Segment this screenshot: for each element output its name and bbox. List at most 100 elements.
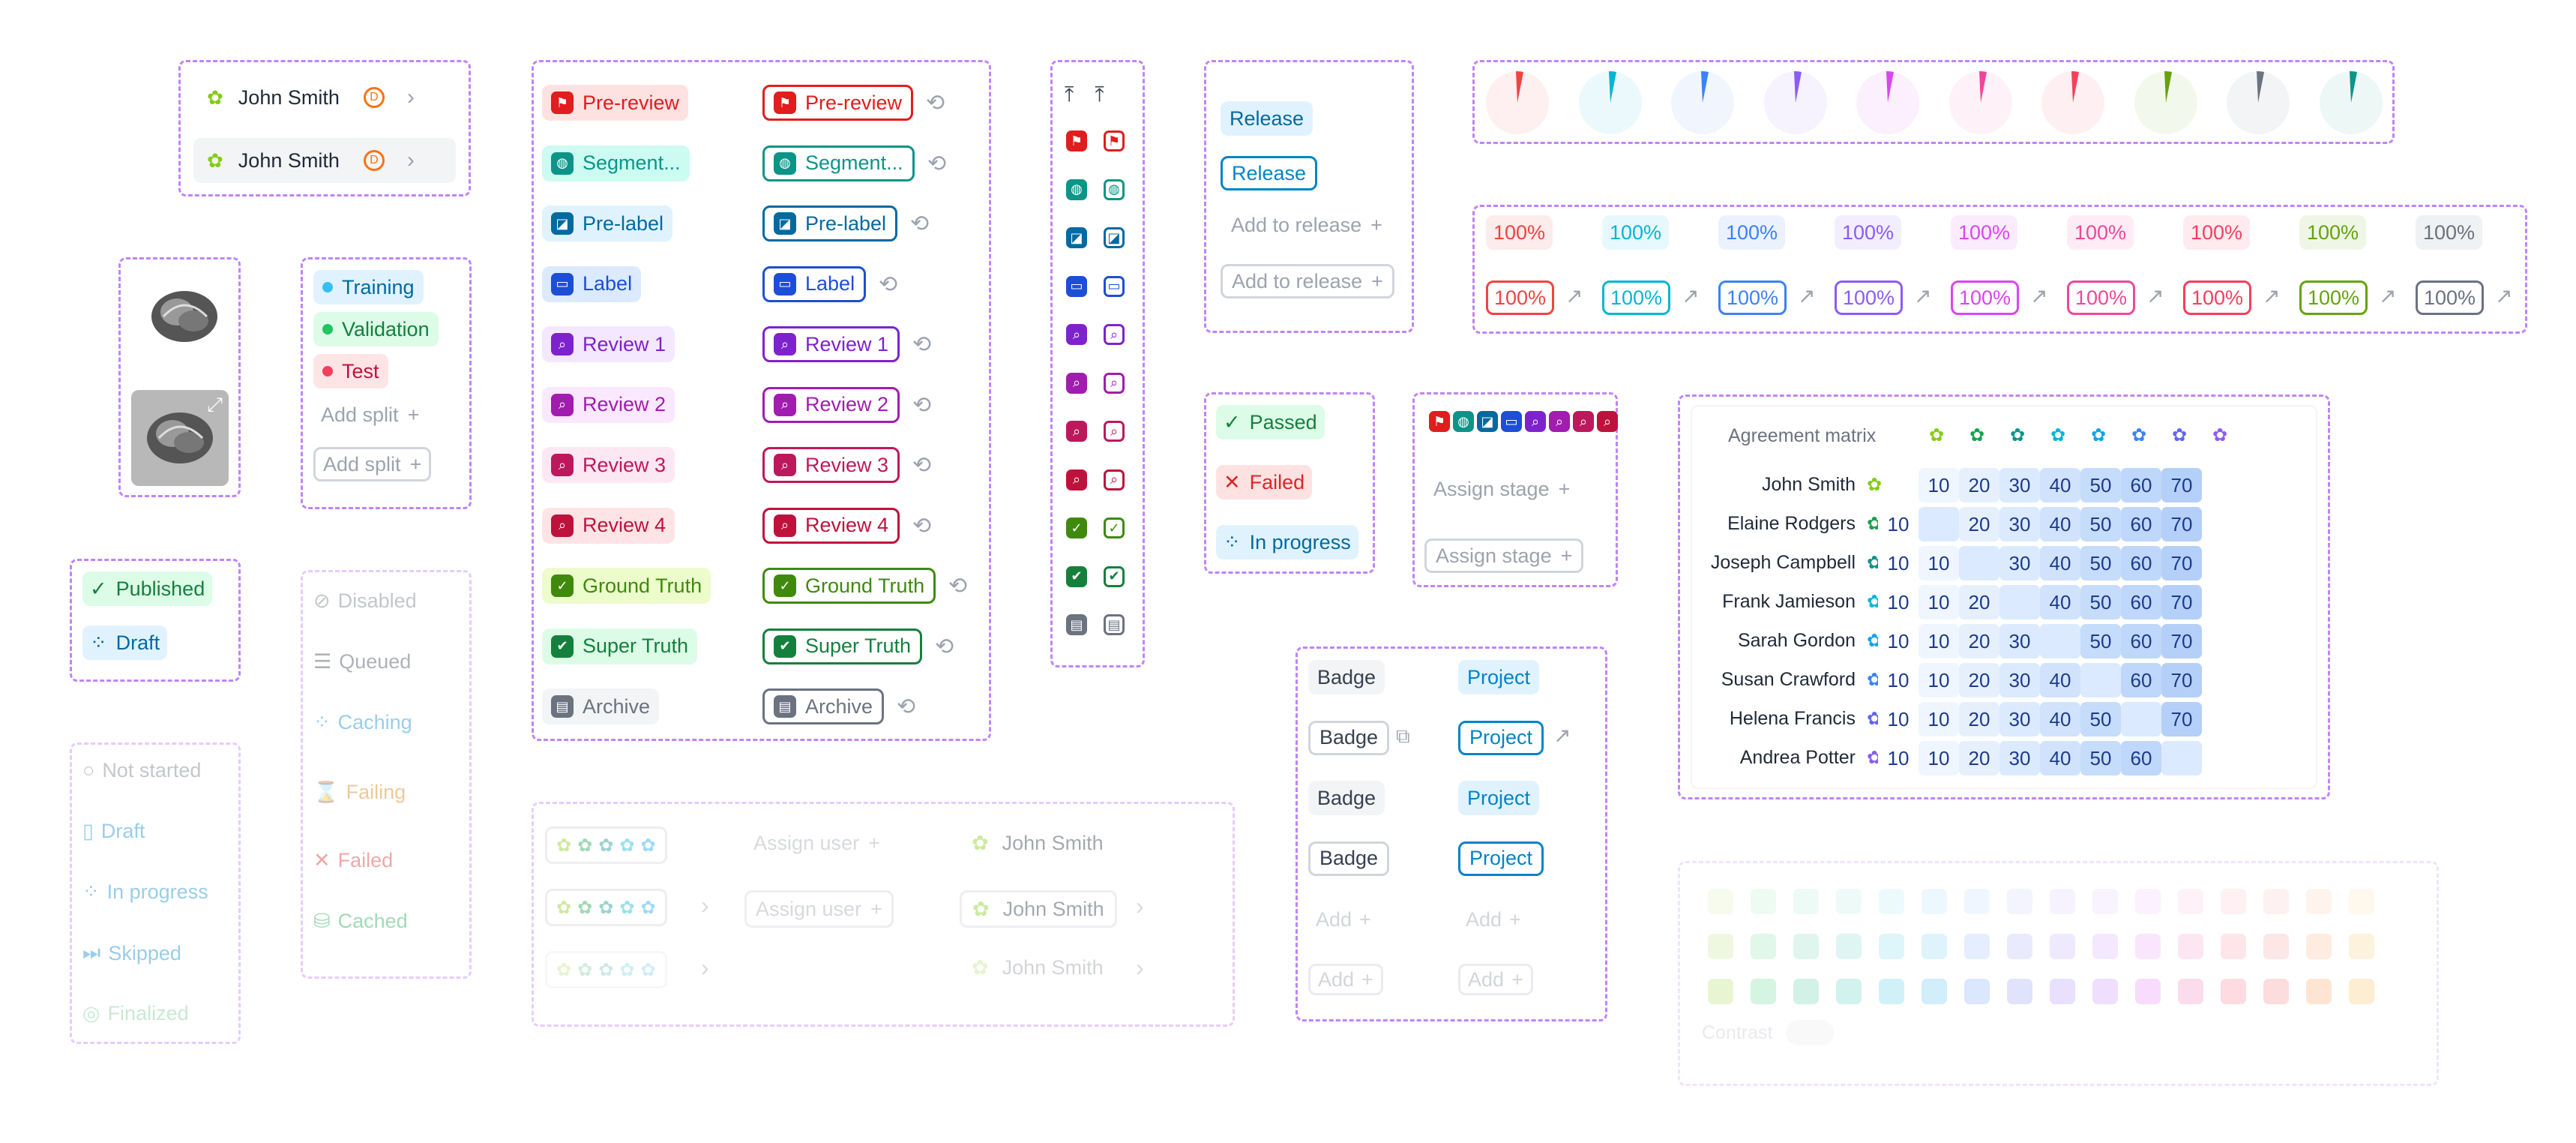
project-chip[interactable]: Project	[1458, 720, 1544, 755]
agreement-cell[interactable]: 10	[1919, 468, 1959, 502]
agreement-cell[interactable]: 40	[2040, 702, 2080, 736]
agreement-cell[interactable]: 60	[2121, 624, 2161, 658]
history-icon[interactable]: ⟲	[912, 513, 932, 538]
color-swatch[interactable]	[2135, 889, 2161, 914]
color-swatch[interactable]	[2135, 934, 2161, 959]
sort-top-icon[interactable]: ⤒	[1095, 82, 1104, 106]
color-swatch[interactable]	[2221, 934, 2246, 959]
stage-pill-soft[interactable]: ✓Ground Truth	[542, 568, 711, 604]
flag-icon[interactable]: ⚑	[1104, 130, 1125, 152]
label-icon[interactable]: ▭	[1066, 275, 1087, 297]
agreement-cell[interactable]: 70	[2161, 468, 2202, 502]
agreement-cell[interactable]	[1959, 546, 1999, 580]
color-swatch[interactable]	[2306, 979, 2332, 1004]
agreement-cell[interactable]: 20	[1959, 507, 1999, 542]
stage-pill-outline[interactable]: ⌕Review 1⟲	[762, 326, 931, 362]
agreement-cell[interactable]: 70	[2161, 663, 2202, 698]
color-swatch[interactable]	[2007, 934, 2032, 959]
agreement-cell[interactable]	[2161, 741, 2202, 776]
color-swatch[interactable]	[2007, 889, 2032, 914]
color-swatch[interactable]	[2263, 934, 2289, 959]
agreement-cell[interactable]: 10	[1919, 663, 1959, 698]
chevron-right-icon[interactable]: ›	[406, 148, 415, 172]
badge-chip[interactable]: Badge	[1308, 720, 1390, 755]
color-swatch[interactable]	[2135, 979, 2161, 1004]
agreement-cell[interactable]: 10	[1878, 624, 1919, 658]
color-swatch[interactable]	[1793, 979, 1819, 1004]
release-badge-outlined[interactable]: Release	[1221, 156, 1318, 190]
agreement-cell[interactable]: 60	[2121, 741, 2161, 776]
history-icon[interactable]: ⟲	[879, 272, 898, 297]
arrow-up-right-icon[interactable]: ↗	[2146, 284, 2164, 308]
agreement-cell[interactable]: 10	[1878, 585, 1919, 620]
project-chip[interactable]: Project	[1458, 781, 1540, 815]
agreement-cell[interactable]	[2121, 702, 2161, 736]
agreement-cell[interactable]: 30	[1999, 546, 2040, 580]
color-swatch[interactable]	[1879, 934, 1904, 959]
color-swatch[interactable]	[1964, 979, 1990, 1004]
percent-badge-outlined[interactable]: 100%	[2183, 280, 2252, 315]
color-swatch[interactable]	[1836, 889, 1862, 914]
split-training[interactable]: Training	[313, 270, 424, 304]
agreement-cell[interactable]: 20	[1959, 663, 1999, 698]
agreement-cell[interactable]	[2080, 663, 2121, 698]
agreement-cell[interactable]: 10	[1878, 741, 1919, 776]
stage-pill-soft[interactable]: ▭Label	[542, 266, 642, 302]
arrow-up-right-icon[interactable]: ↗	[1553, 724, 1571, 747]
agreement-cell[interactable]: 50	[2080, 585, 2121, 620]
stage-pill-outline[interactable]: ⌕Review 2⟲	[762, 386, 931, 423]
color-swatch[interactable]	[2178, 979, 2203, 1004]
add-badge-button[interactable]: Add+	[1458, 964, 1533, 995]
chevron-right-icon[interactable]: ›	[1136, 892, 1144, 920]
arrow-up-right-icon[interactable]: ↗	[2379, 284, 2397, 308]
stage-pill-outline[interactable]: ✔Super Truth⟲	[762, 628, 954, 664]
color-swatch[interactable]	[2263, 889, 2289, 914]
color-swatch[interactable]	[1836, 979, 1862, 1004]
stage-pill-soft[interactable]: ✔Super Truth	[542, 628, 698, 664]
check-icon[interactable]: ✓	[1104, 518, 1125, 538]
agreement-cell[interactable]: 10	[1919, 546, 1959, 580]
color-swatch[interactable]	[2178, 934, 2203, 959]
arrow-up-right-icon[interactable]: ↗	[2030, 284, 2048, 308]
chevron-right-icon[interactable]: ›	[701, 954, 709, 981]
color-swatch[interactable]	[1708, 934, 1733, 959]
percent-badge-outlined[interactable]: 100%	[1835, 280, 1904, 315]
sort-top-icon[interactable]: ⤒	[1065, 82, 1074, 106]
color-swatch[interactable]	[2263, 979, 2289, 1004]
segment-icon[interactable]: ◍	[1104, 178, 1125, 200]
color-swatch[interactable]	[2349, 889, 2374, 914]
pre-label-icon[interactable]: ◪	[1066, 227, 1087, 248]
color-swatch[interactable]	[2050, 889, 2075, 914]
agreement-cell[interactable]: 20	[1959, 702, 1999, 736]
agreement-cell[interactable]: 40	[2040, 546, 2080, 580]
add-to-release-button[interactable]: Add to release+	[1231, 214, 1382, 236]
user-avatar-stack[interactable]: ✿✿✿✿✿	[545, 826, 667, 864]
color-swatch[interactable]	[2050, 934, 2075, 959]
contrast-toggle[interactable]: Contrast	[1702, 1020, 1835, 1046]
color-swatch[interactable]	[2349, 979, 2374, 1004]
history-icon[interactable]: ⟲	[912, 392, 932, 418]
agreement-cell[interactable]: 50	[2080, 624, 2121, 658]
percent-badge-outlined[interactable]: 100%	[1951, 280, 2020, 315]
color-swatch[interactable]	[1922, 889, 1947, 914]
agreement-cell[interactable]: 40	[2040, 507, 2080, 542]
color-swatch[interactable]	[1964, 934, 1990, 959]
stage-pill-outline[interactable]: ⚑Pre-review⟲	[762, 85, 945, 121]
stage-pill-soft[interactable]: ⌕Review 4	[542, 507, 675, 544]
double-check-icon[interactable]: ✔	[1104, 566, 1125, 587]
stage-pill-outline[interactable]: ◪Pre-label⟲	[762, 206, 929, 242]
assign-user-button-outlined[interactable]: Assign user+	[744, 890, 894, 928]
stage-pill-outline[interactable]: ▭Label⟲	[762, 266, 897, 302]
agreement-cell[interactable]: 10	[1878, 702, 1919, 736]
stage-pill-soft[interactable]: ⌕Review 1	[542, 326, 675, 362]
agreement-cell[interactable]: 60	[2121, 585, 2161, 620]
color-swatch[interactable]	[2221, 889, 2246, 914]
add-badge-button[interactable]: Add+	[1308, 964, 1383, 995]
agreement-cell[interactable]: 30	[1999, 624, 2040, 658]
agreement-cell[interactable]: 10	[1919, 585, 1959, 620]
user-avatar-stack[interactable]: ✿✿✿✿✿	[545, 951, 667, 988]
agreement-cell[interactable]: 30	[1999, 741, 2040, 776]
agreement-cell[interactable]: 60	[2121, 546, 2161, 580]
agreement-cell[interactable]: 20	[1959, 741, 1999, 776]
agreement-cell[interactable]: 10	[1878, 663, 1919, 698]
